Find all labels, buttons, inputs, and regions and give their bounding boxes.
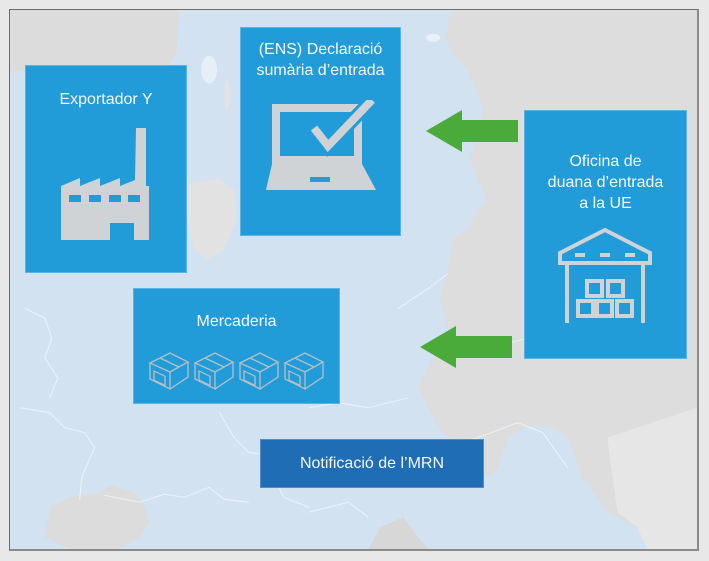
customs-title-line3: a la UE: [579, 195, 632, 212]
map-land-scandinavia: [10, 10, 180, 75]
customs-office-box: Oficina de duana d’entrada a la UE: [524, 110, 687, 359]
map-land-southeast: [607, 407, 697, 549]
package-icon: [238, 352, 280, 391]
exporter-box: Exportador Y: [25, 65, 187, 273]
laptop-check-icon: [266, 100, 378, 190]
map-borders: [19, 273, 568, 518]
map-land-denmark: [184, 179, 238, 261]
map-land-south: [368, 517, 429, 549]
ens-box: (ENS) Declaració sumària d’entrada: [240, 27, 401, 236]
diagram-frame: Exportador Y (ENS) Declaració sumària d’…: [9, 9, 699, 551]
warehouse-icon: [558, 227, 652, 323]
package-icon: [283, 352, 325, 391]
goods-title: Mercaderia: [196, 313, 277, 330]
ens-title-line2: sumària d’entrada: [256, 62, 385, 79]
boxes-icon-group: [148, 349, 328, 391]
mrn-notification-label: Notificació de l’MRN: [299, 455, 445, 472]
customs-title-line1: Oficina de: [569, 153, 642, 170]
arrow-customs-to-ens: [426, 110, 518, 152]
mrn-notification: Notificació de l’MRN: [260, 439, 484, 488]
map-land-switzerland: [44, 485, 150, 549]
factory-icon: [61, 128, 149, 240]
goods-box: Mercaderia: [133, 288, 340, 404]
package-icon: [193, 352, 235, 391]
ens-title-line1: (ENS) Declaració: [258, 41, 383, 58]
customs-title-line2: duana d’entrada: [547, 174, 664, 191]
arrow-customs-to-goods: [420, 326, 512, 368]
package-icon: [148, 352, 190, 391]
exporter-title: Exportador Y: [59, 91, 153, 108]
